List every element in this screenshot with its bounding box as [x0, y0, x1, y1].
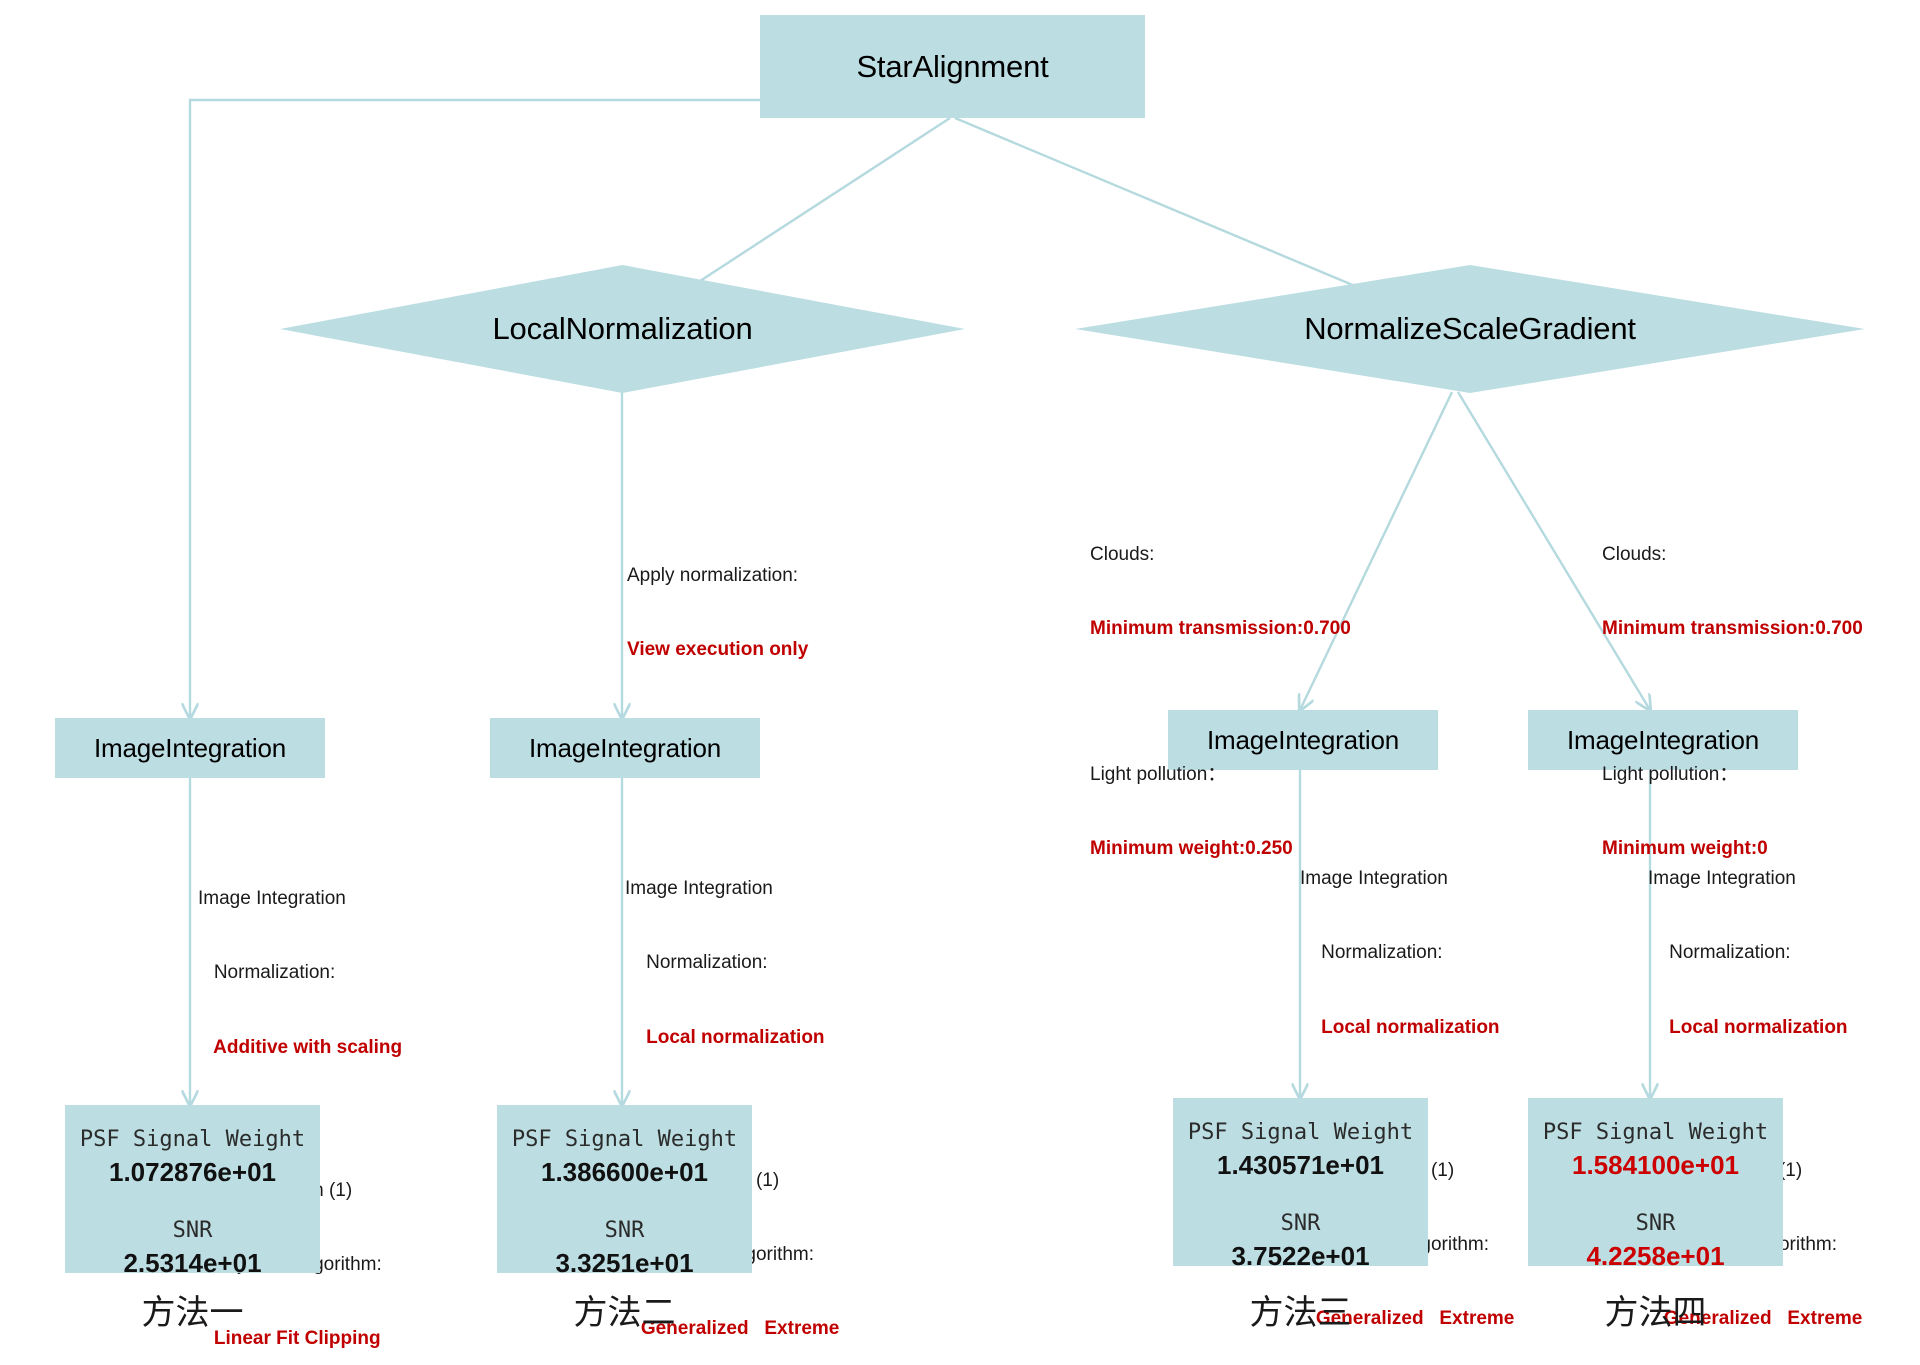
- rejection-algorithm-value-line1: Generalized Extreme: [1300, 1308, 1515, 1330]
- image-integration-title: Image Integration: [1648, 868, 1796, 890]
- psf-signal-weight-label: PSF Signal Weight: [511, 1127, 738, 1152]
- snr-value: 3.7522e+01: [1231, 1241, 1370, 1271]
- node-image-integration-3[interactable]: ImageIntegration: [1168, 710, 1438, 770]
- clouds-value: Minimum transmission:0.700: [1090, 618, 1351, 640]
- snr-value: 3.3251e+01: [555, 1248, 694, 1278]
- node-image-integration-3-label: ImageIntegration: [1207, 724, 1399, 755]
- node-star-alignment[interactable]: StarAlignment: [760, 15, 1145, 118]
- normalization-value: Local normalization: [625, 1026, 825, 1048]
- image-integration-title: Image Integration: [198, 888, 346, 910]
- node-local-normalization-label: LocalNormalization: [492, 311, 753, 346]
- caption-method-4: 方法四: [1604, 1293, 1707, 1333]
- clouds-label: Clouds:: [1090, 544, 1155, 566]
- psf-signal-weight-value: 1.584100e+01: [1571, 1150, 1739, 1180]
- caption-method-1: 方法一: [141, 1293, 244, 1333]
- node-image-integration-4[interactable]: ImageIntegration: [1528, 710, 1798, 770]
- light-pollution-value: Minimum weight:0.250: [1090, 837, 1293, 859]
- light-pollution-label: Light pollution：: [1602, 763, 1739, 785]
- snr-label: SNR: [172, 1218, 213, 1243]
- annotation-nsg-settings-right: Clouds: Minimum transmission:0.700 Light…: [1602, 494, 1863, 911]
- rejection-algorithm-value-line1: Generalized Extreme: [625, 1318, 840, 1340]
- annotation-integration-4-settings: Image Integration Normalization: Local n…: [1648, 818, 1886, 1365]
- psf-signal-weight-value: 1.430571e+01: [1216, 1150, 1384, 1180]
- psf-signal-weight-label: PSF Signal Weight: [1187, 1120, 1414, 1145]
- normalization-label: Normalization:: [1300, 942, 1443, 964]
- apply-normalization-value: View execution only: [627, 639, 809, 661]
- result-box-1: PSF Signal Weight 1.072876e+01 SNR 2.531…: [65, 1105, 320, 1278]
- psf-signal-weight-value: 1.386600e+01: [540, 1157, 708, 1187]
- normalization-label: Normalization:: [198, 962, 336, 984]
- psf-signal-weight-label: PSF Signal Weight: [1542, 1120, 1769, 1145]
- snr-value: 4.2258e+01: [1586, 1241, 1725, 1271]
- annotation-integration-3-settings: Image Integration Normalization: Local n…: [1300, 818, 1538, 1365]
- normalization-value: Local normalization: [1648, 1016, 1848, 1038]
- node-image-integration-1[interactable]: ImageIntegration: [55, 718, 325, 778]
- edge-nsg-to-integration3: [1300, 391, 1454, 710]
- rejection-algorithm-value-line1: Generalized Extreme: [1648, 1308, 1863, 1330]
- light-pollution-label: Light pollution：: [1090, 763, 1227, 785]
- rejection-algorithm-value: Linear Fit Clipping: [198, 1328, 381, 1350]
- image-integration-title: Image Integration: [625, 878, 773, 900]
- caption-method-2: 方法二: [573, 1293, 676, 1333]
- annotation-local-normalization-settings: Apply normalization: View execution only: [627, 515, 808, 713]
- edge-nsg-to-integration4: [1456, 391, 1650, 710]
- apply-normalization-label: Apply normalization:: [627, 565, 799, 587]
- node-image-integration-2[interactable]: ImageIntegration: [490, 718, 760, 778]
- caption-method-3: 方法三: [1249, 1293, 1352, 1333]
- result-box-3: PSF Signal Weight 1.430571e+01 SNR 3.752…: [1173, 1098, 1428, 1271]
- psf-signal-weight-label: PSF Signal Weight: [79, 1127, 306, 1152]
- snr-label: SNR: [604, 1218, 645, 1243]
- node-local-normalization[interactable]: LocalNormalization: [280, 265, 965, 393]
- clouds-value: Minimum transmission:0.700: [1602, 618, 1863, 640]
- annotation-nsg-settings-left: Clouds: Minimum transmission:0.700 Light…: [1090, 494, 1351, 911]
- snr-value: 2.5314e+01: [123, 1248, 262, 1278]
- result-box-4: PSF Signal Weight 1.584100e+01 SNR 4.225…: [1528, 1098, 1783, 1271]
- normalization-value: Additive with scaling: [198, 1036, 403, 1058]
- result-box-2: PSF Signal Weight 1.386600e+01 SNR 3.325…: [497, 1105, 752, 1278]
- normalization-label: Normalization:: [1648, 942, 1791, 964]
- psf-signal-weight-value: 1.072876e+01: [108, 1157, 276, 1187]
- normalization-label: Normalization:: [625, 952, 768, 974]
- node-image-integration-1-label: ImageIntegration: [94, 732, 286, 763]
- node-normalize-scale-gradient[interactable]: NormalizeScaleGradient: [1075, 265, 1865, 393]
- node-normalize-scale-gradient-label: NormalizeScaleGradient: [1304, 311, 1636, 346]
- node-star-alignment-label: StarAlignment: [856, 48, 1049, 84]
- image-integration-title: Image Integration: [1300, 868, 1448, 890]
- normalization-value: Local normalization: [1300, 1016, 1500, 1038]
- light-pollution-value: Minimum weight:0: [1602, 837, 1768, 859]
- edge-root-to-integration1: [190, 98, 760, 718]
- snr-label: SNR: [1280, 1211, 1321, 1236]
- snr-label: SNR: [1635, 1211, 1676, 1236]
- node-image-integration-2-label: ImageIntegration: [529, 732, 721, 763]
- clouds-label: Clouds:: [1602, 544, 1667, 566]
- node-image-integration-4-label: ImageIntegration: [1567, 724, 1759, 755]
